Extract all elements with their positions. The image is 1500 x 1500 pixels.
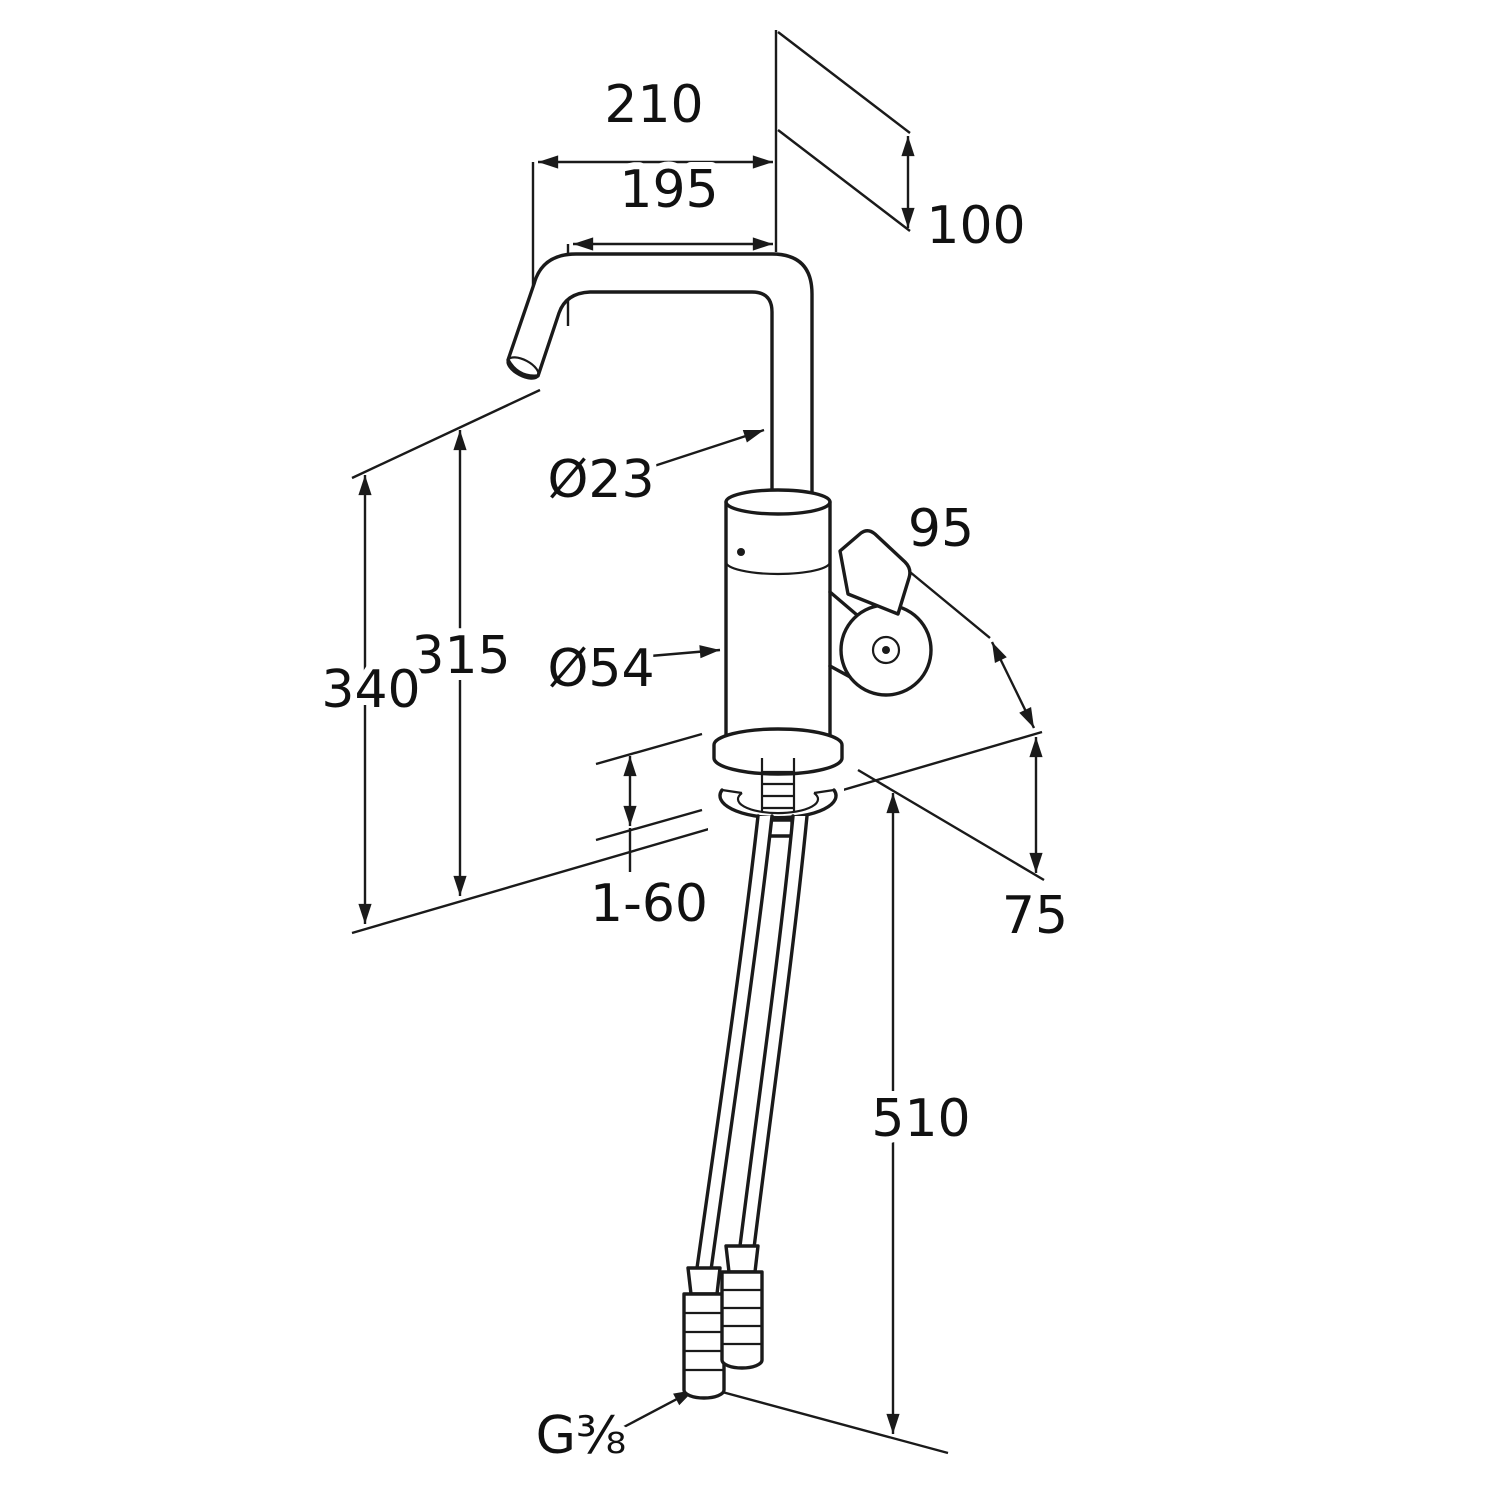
projection-line-spout-tip [351,388,541,480]
hose-front [695,814,774,1272]
dim-label-1-60: 1-60 [590,874,708,934]
dim-label-dia54: Ø54 [547,639,654,699]
leader-line-dia54 [649,645,721,659]
dim-label-thread: G⅜ [536,1406,627,1466]
countertop-plane-line [351,730,1043,935]
clamp-bracket-inner [736,792,820,815]
dimension-labels: 210 195 100 Ø23 95 315 340 Ø54 1-60 75 5… [314,68,1075,1473]
faucet [506,252,933,1400]
clamp-bracket-outer [718,788,838,820]
connector-nut [686,1266,722,1296]
body-top-face [724,488,832,516]
dim-label-75: 75 [1002,886,1068,946]
body-mask [726,502,830,740]
faucet-spout [506,252,814,512]
body-sides [724,500,832,741]
handle-cap-ring [871,635,901,665]
dim-label-340: 340 [321,660,420,720]
mounting-hardware [708,727,844,838]
projection-line-top-1 [777,31,911,134]
connector-body [682,1292,726,1400]
hose-front-fill [697,816,772,1270]
dim-label-210: 210 [604,75,703,135]
hose-rear-fill [740,816,807,1248]
dim-label-100: 100 [926,196,1025,256]
clamp-bracket-ends [721,788,835,795]
dim-label-dia23: Ø23 [547,450,654,510]
projection-line-hose-end [699,1384,949,1455]
projection-line-base [857,768,1045,882]
supply-hoses [682,814,809,1400]
connector-body [720,1270,764,1370]
faucet-body [724,488,832,754]
dim-label-510: 510 [871,1089,970,1149]
hose-rear [738,814,809,1250]
handle-cap-dot [882,646,890,654]
handle-lever-blade [838,529,912,616]
body-seam [724,561,832,576]
body-screw [737,548,745,556]
spout-outline [506,252,814,512]
escutcheon [712,727,844,776]
projection-line-top-2 [777,129,911,232]
connector-ribs [684,1311,724,1372]
dimension-95 [990,641,1036,729]
dim-label-195: 195 [619,160,718,220]
leader-line-dia23 [647,428,765,470]
leader-line-thread [621,1388,695,1430]
clamp-tick-top [595,732,703,766]
clamp-tick-bottom [595,808,703,842]
threaded-shank [760,758,796,812]
dim-label-315: 315 [411,626,510,686]
connector-nut [724,1244,760,1274]
hose-connector-rear [720,1244,764,1370]
dimension-lines [351,30,1045,1455]
faucet-handle [828,529,933,697]
connector-ribs [722,1288,762,1346]
spout-outlet-rim [506,356,540,380]
dim-label-95: 95 [908,499,974,559]
hose-connector-front [682,1266,726,1400]
